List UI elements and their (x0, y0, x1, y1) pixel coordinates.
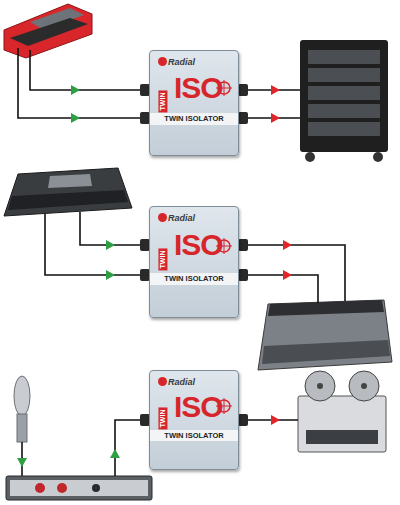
xlr-connector (238, 239, 248, 251)
model-subtitle: TWIN ISOLATOR (150, 430, 238, 442)
brand-logo (158, 57, 167, 66)
isolator-box: RadialTWIN ISO TWIN ISOLATOR (149, 370, 239, 470)
crosshair-lines (216, 398, 232, 414)
output-arrow (283, 240, 292, 250)
input-arrow (106, 270, 115, 280)
preamp-panel (10, 480, 148, 496)
audio-wire (115, 420, 142, 476)
brand-name: Radial (168, 214, 195, 223)
model-name: ISO (174, 392, 223, 422)
input-arrow (71, 85, 80, 95)
model-subtitle: TWIN ISOLATOR (150, 113, 238, 125)
microphone (14, 376, 30, 416)
audio-wire (80, 212, 142, 245)
amplifier (308, 86, 380, 100)
audio-wire (18, 48, 142, 118)
amplifier (308, 68, 380, 82)
mixer-faders (8, 190, 128, 210)
crosshair-symbol (216, 398, 232, 414)
preamp (6, 476, 152, 500)
amplifier (308, 122, 380, 136)
microphone-body (17, 414, 27, 442)
output-arrow (271, 415, 280, 425)
tape-reel (305, 371, 335, 401)
console-surface (10, 18, 88, 46)
model-name: ISO (174, 230, 223, 260)
amplifier (308, 104, 380, 118)
reel-hub (361, 383, 367, 389)
preamp-knob (57, 483, 67, 493)
model-subtitle: TWIN ISOLATOR (150, 273, 238, 285)
reel-hub (317, 383, 323, 389)
crosshair-symbol (216, 80, 232, 96)
input-arrow (71, 113, 80, 123)
amplifier (308, 50, 380, 64)
output-arrow (283, 270, 292, 280)
xlr-connector (238, 84, 248, 96)
input-arrow (17, 458, 27, 467)
crosshair-lines (216, 238, 232, 254)
tape-reel (349, 371, 379, 401)
audio-wire (45, 214, 142, 275)
output-arrow (271, 85, 280, 95)
xlr-connector (238, 112, 248, 124)
rack-wheel (305, 152, 315, 162)
amp-rack (300, 40, 388, 152)
crosshair-lines (216, 80, 232, 96)
meter-bridge (268, 300, 384, 316)
crosshair-symbol (216, 238, 232, 254)
audio-wire (246, 275, 318, 303)
model-tag: TWIN (158, 249, 167, 271)
xlr-connector (238, 269, 248, 281)
brand-logo (158, 377, 167, 386)
analog-mixer (258, 300, 392, 370)
preamp-knob (92, 484, 100, 492)
digital-mixer (4, 168, 132, 216)
brand-name: Radial (168, 58, 195, 67)
brand-name: Radial (168, 378, 195, 387)
model-tag: TWIN (158, 408, 167, 430)
tape-deck (298, 396, 386, 452)
isolator-box: RadialTWIN ISO TWIN ISOLATOR (149, 50, 239, 156)
transport-controls (306, 430, 378, 444)
isolator-box: RadialTWIN ISO TWIN ISOLATOR (149, 206, 239, 318)
mixer-screen (48, 174, 92, 188)
mixer-faders (262, 340, 390, 364)
brand-logo (158, 213, 167, 222)
output-arrow (271, 113, 280, 123)
model-tag: TWIN (158, 90, 167, 112)
input-arrow (110, 449, 120, 458)
model-name: ISO (174, 73, 223, 103)
preamp-knob (35, 483, 45, 493)
rack-wheel (373, 152, 383, 162)
xlr-connector (238, 414, 248, 426)
audio-wire (246, 245, 345, 301)
input-arrow (106, 240, 115, 250)
audio-wire (30, 50, 142, 90)
